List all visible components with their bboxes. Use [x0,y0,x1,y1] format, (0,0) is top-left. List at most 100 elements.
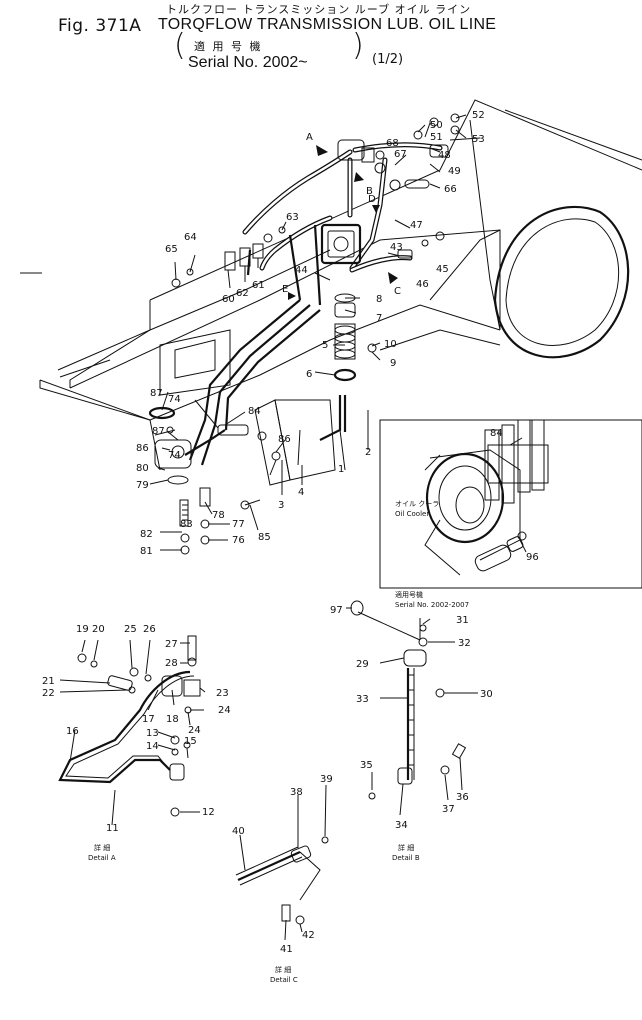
callout-33: 33 [356,694,369,705]
callout-78: 78 [212,510,225,521]
diagram-header: トルクフロー トランスミッション ルーブ オイル ライン Fig. 371A T… [0,0,642,78]
callout-66: 66 [444,184,457,195]
callout-50: 50 [430,120,443,131]
callout-41: 41 [280,944,293,955]
callout-32: 32 [458,638,471,649]
view-arrows: A B C D E [282,132,401,300]
callout-47: 47 [410,220,423,231]
callout-18: 18 [166,714,179,725]
callout-37: 37 [442,804,455,815]
open-paren: ( [174,28,186,63]
callout-16: 16 [66,726,79,737]
callout-84: 84 [248,406,261,417]
callout-20: 20 [92,624,105,635]
callout-36: 36 [456,792,469,803]
callout-1: 1 [338,464,344,475]
view-letter-b: B [366,186,373,197]
callout-45: 45 [436,264,449,275]
oil-cooler-inset: オイル クーラ Oil Cooler 適用号機 Serial No. 2002-… [379,419,642,609]
callout-15: 15 [184,736,197,747]
callout-82: 82 [140,529,153,540]
callout-85: 85 [258,532,271,543]
figure-number: Fig. 371A [58,16,142,36]
callout-97: 97 [330,605,343,616]
close-paren: ) [352,28,364,63]
oil-lines [184,137,481,466]
callout-9: 9 [390,358,396,369]
detail-b-jp: 詳 細 [398,843,414,852]
callout-31: 31 [456,615,469,626]
callout-7: 7 [376,313,382,324]
callout-4: 4 [298,487,304,498]
callout-77: 77 [232,519,245,530]
callout-64: 64 [184,232,197,243]
callout-76: 76 [232,535,245,546]
detail-c-jp: 詳 細 [275,965,291,974]
callout-3: 3 [278,500,284,511]
callout-75: 74 [168,450,181,461]
callout-5: 5 [322,340,328,351]
callout-68: 68 [386,138,399,149]
callout-39: 39 [320,774,333,785]
detail-a-label: Detail A [88,854,116,862]
callout-48: 48 [438,150,451,161]
callout-53: 53 [472,134,485,145]
callout-19: 19 [76,624,89,635]
callout-12: 12 [202,807,215,818]
detail-b-label: Detail B [392,854,420,862]
callout-43: 43 [390,242,403,253]
view-letter-c: C [394,286,401,297]
callout-61: 61 [252,280,265,291]
page-indicator: (1/2) [372,52,404,67]
machine-frame [20,99,642,486]
callout-8: 8 [376,294,382,305]
callout-40: 40 [232,826,245,837]
callout-52: 52 [472,110,485,121]
callout-17: 17 [142,714,155,725]
callout-24b: 24 [188,725,201,736]
callout-74: 74 [168,394,181,405]
callout-96: 96 [526,552,539,563]
callout-63: 63 [286,212,299,223]
figure-title: TORQFLOW TRANSMISSION LUB. OIL LINE [158,16,497,33]
callout-29: 29 [356,659,369,670]
leader-lines [59,114,527,941]
detail-a-jp: 詳 細 [94,843,110,852]
inset-jp-oil-cooler: オイル クーラ [395,500,439,508]
callout-65: 65 [165,244,178,255]
callout-30: 30 [480,689,493,700]
callout-46: 46 [416,279,429,290]
callout-22: 22 [42,688,55,699]
callout-44: 44 [295,265,308,276]
inset-jp-applicable: 適用号機 [395,590,423,599]
callout-88: 86 [278,434,291,445]
callout-10: 10 [384,339,397,350]
detail-c-label: Detail C [270,976,298,984]
callout-51: 51 [430,132,443,143]
callout-67: 67 [394,149,407,160]
callout-62: 62 [236,288,249,299]
callout-60: 60 [222,294,235,305]
callout-83: 83 [180,519,193,530]
japanese-title: トルクフロー トランスミッション ルーブ オイル ライン [166,3,472,16]
callout-34: 34 [395,820,408,831]
callout-35: 35 [360,760,373,771]
callout-80: 80 [136,463,149,474]
japanese-applicable-label: 適 用 号 機 [194,40,263,53]
callout-21: 21 [42,676,55,687]
callout-38: 38 [290,787,303,798]
view-letter-a: A [306,132,313,143]
callout-79: 79 [136,480,149,491]
callout-81: 81 [140,546,153,557]
callout-87b: 87 [152,426,165,437]
callout-numbers: 1 2 3 4 5 6 7 8 9 10 11 12 13 14 15 16 1… [42,110,539,955]
detail-c: 詳 細 Detail C [235,836,329,984]
callout-14: 14 [146,741,159,752]
callout-26: 26 [143,624,156,635]
callout-28: 28 [165,658,178,669]
callout-2: 2 [365,447,371,458]
callout-86: 86 [136,443,149,454]
callout-24: 24 [218,705,231,716]
serial-range: Serial No. 2002~ [188,54,308,71]
